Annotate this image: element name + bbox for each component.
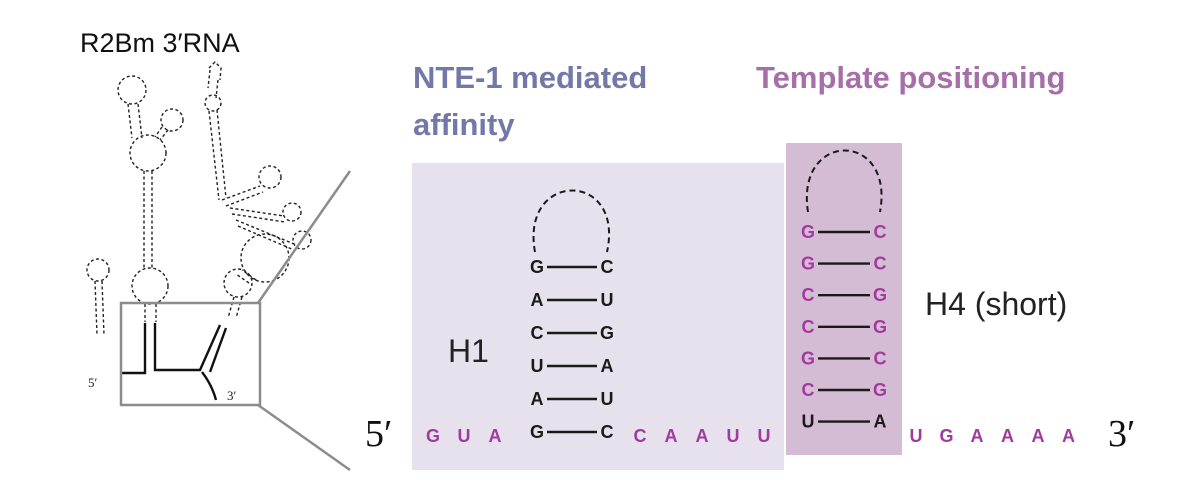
- nucleotide: U: [601, 290, 614, 310]
- nucleotide: A: [531, 290, 544, 310]
- nucleotide: A: [1062, 426, 1075, 446]
- overview-panel: R2Bm 3′RNA: [80, 28, 352, 472]
- nucleotide: G: [873, 285, 887, 305]
- nucleotide: A: [665, 426, 678, 446]
- nucleotide: G: [801, 254, 815, 274]
- nucleotide: A: [1001, 426, 1014, 446]
- zoom-box: [119, 301, 262, 407]
- overview-three-prime: 3′: [227, 388, 237, 403]
- nucleotide: G: [426, 426, 440, 446]
- nucleotide: A: [874, 412, 887, 432]
- nucleotide: C: [634, 426, 647, 446]
- solid-base-strands: [120, 323, 228, 401]
- template-region-box: [786, 143, 902, 455]
- nucleotide: U: [458, 426, 471, 446]
- h4-loop: [805, 149, 883, 213]
- nucleotide: C: [802, 285, 815, 305]
- nucleotide: A: [489, 426, 502, 446]
- nucleotide: A: [971, 426, 984, 446]
- overview-title: R2Bm 3′RNA: [80, 28, 240, 58]
- nucleotide: U: [758, 426, 771, 446]
- zoom-line-top: [256, 170, 352, 304]
- nucleotide: U: [727, 426, 740, 446]
- h4-label: H4 (short): [925, 286, 1067, 322]
- nucleotide: U: [802, 412, 815, 432]
- nucleotide: C: [601, 422, 614, 442]
- nucleotide: G: [600, 323, 614, 343]
- nucleotide: U: [910, 426, 923, 446]
- nucleotide: C: [601, 257, 614, 277]
- nte-title-line2: affinity: [413, 107, 515, 142]
- nucleotide: U: [601, 389, 614, 409]
- five-prime-end: 5′: [365, 413, 392, 455]
- nucleotide: C: [874, 254, 887, 274]
- h1-label: H1: [448, 333, 489, 369]
- nucleotide: A: [1032, 426, 1045, 446]
- nucleotide: C: [874, 348, 887, 368]
- nte-title-line1: NTE-1 mediated: [413, 60, 647, 95]
- three-prime-end: 3′: [1108, 413, 1135, 455]
- nucleotide: C: [802, 317, 815, 337]
- h1-loop: [532, 189, 610, 253]
- nte-region-box: [412, 163, 784, 470]
- nucleotide: G: [873, 317, 887, 337]
- template-title: Template positioning: [756, 60, 1065, 95]
- nucleotide: C: [802, 380, 815, 400]
- nucleotide: G: [939, 426, 953, 446]
- dashed-secondary-structure: [86, 61, 312, 336]
- nucleotide: G: [530, 257, 544, 277]
- nucleotide: G: [801, 222, 815, 242]
- nucleotide: C: [531, 323, 544, 343]
- nucleotide: G: [873, 380, 887, 400]
- nucleotide: G: [530, 422, 544, 442]
- nucleotide: A: [601, 356, 614, 376]
- nucleotide: A: [696, 426, 709, 446]
- nucleotide: G: [801, 348, 815, 368]
- zoom-line-bottom: [257, 403, 351, 472]
- nucleotide: C: [874, 222, 887, 242]
- nucleotide: U: [531, 356, 544, 376]
- nucleotide: A: [531, 389, 544, 409]
- overview-five-prime: 5′: [88, 375, 98, 390]
